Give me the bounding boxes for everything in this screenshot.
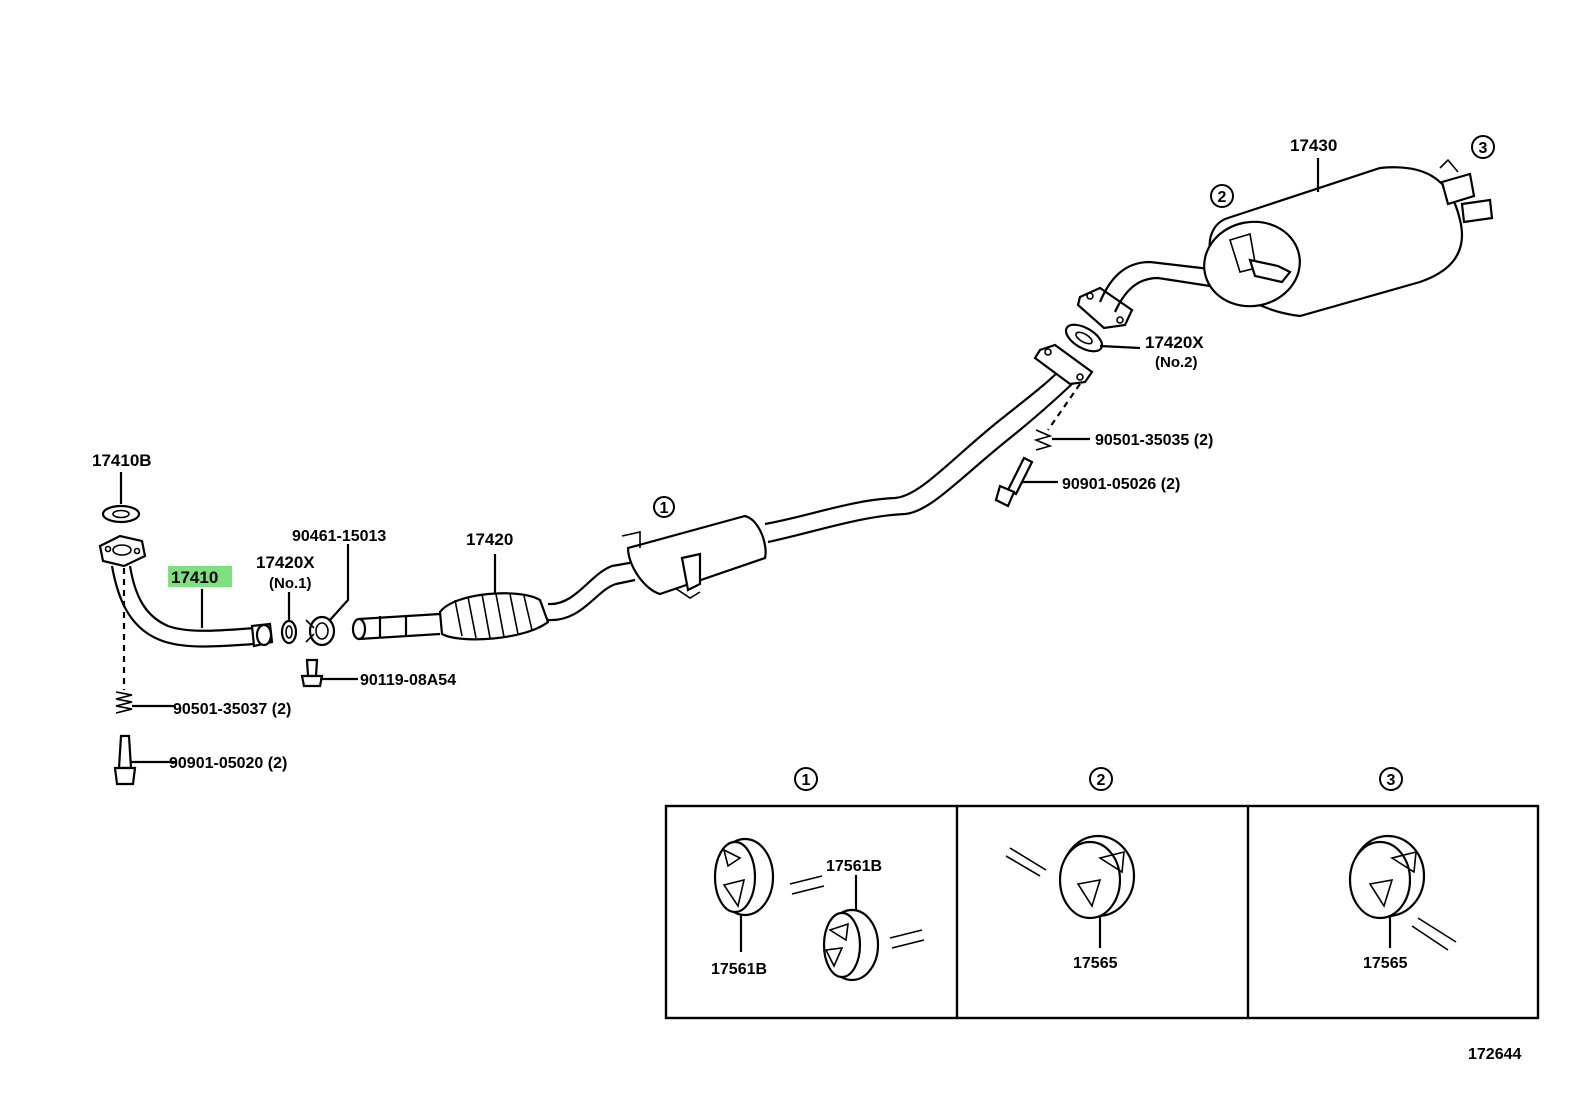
spring-90501-35037 <box>115 568 175 714</box>
callout-3-text: 3 <box>1479 140 1488 157</box>
detail-panel-2: 2 17565 <box>1005 767 1136 972</box>
front-pipe-flange <box>98 534 147 568</box>
panel-1-label-a: 17561B <box>711 961 767 978</box>
detail-panel-3: 3 17565 <box>1348 767 1457 972</box>
gasket-17420X-no2 <box>1064 323 1141 353</box>
catalytic-converter <box>438 592 550 641</box>
callout-1-marker: 1 <box>653 496 675 518</box>
label-17420X-no1-sub: (No.1) <box>269 575 312 592</box>
rubber-hanger-17565-a <box>1058 834 1136 920</box>
bolt-90901-05020 <box>113 734 175 786</box>
tail-muffler-17430 <box>1076 158 1494 330</box>
label-90119-08A54: 90119-08A54 <box>360 672 456 689</box>
panel-1-number: 1 <box>802 772 811 789</box>
label-17420X-no2-sub: (No.2) <box>1155 354 1198 371</box>
panel-1-label-b: 17561B <box>826 858 882 875</box>
gasket-17420X-no1 <box>280 592 298 645</box>
spring-90501-35035 <box>1033 383 1090 451</box>
callout-2-text: 2 <box>1218 189 1227 206</box>
label-17410: 17410 <box>171 568 218 587</box>
label-90901-05020: 90901-05020 (2) <box>169 755 287 772</box>
figure-number: 172644 <box>1468 1046 1521 1063</box>
label-17430: 17430 <box>1290 136 1337 155</box>
clamp-90461-15013 <box>305 544 350 647</box>
panel-3-number: 3 <box>1387 772 1396 789</box>
label-17420X-no1: 17420X <box>256 553 315 572</box>
front-exhaust-pipe-17410 <box>98 534 274 648</box>
panel-2-number: 2 <box>1097 772 1106 789</box>
label-90501-35037: 90501-35037 (2) <box>173 701 291 718</box>
label-17410B: 17410B <box>92 451 152 470</box>
panel-2-label: 17565 <box>1073 955 1118 972</box>
rubber-hanger-17561B-a <box>713 837 775 917</box>
callout-2-marker: 2 <box>1210 184 1234 208</box>
rubber-hanger-17565-b <box>1348 834 1426 920</box>
label-17420: 17420 <box>466 530 513 549</box>
panel-3-label: 17565 <box>1363 955 1408 972</box>
rubber-hanger-17561B-b <box>822 908 880 982</box>
label-90501-35035: 90501-35035 (2) <box>1095 432 1213 449</box>
center-pipe-17420 <box>351 343 1094 641</box>
gasket-17410B <box>101 472 141 524</box>
label-90901-05026: 90901-05026 (2) <box>1062 476 1180 493</box>
bolt-90901-05026 <box>994 456 1058 508</box>
label-90461-15013: 90461-15013 <box>292 528 386 545</box>
highlight-17410 <box>168 566 232 587</box>
callout-1-text: 1 <box>660 500 669 517</box>
detail-panel-1: 1 17561B 17561B <box>711 767 925 982</box>
label-17420X-no2: 17420X <box>1145 333 1204 352</box>
bolt-90119-08A54 <box>300 658 358 688</box>
detail-panels: 1 17561B 17561B 2 <box>664 767 1540 1020</box>
callout-3-marker: 3 <box>1471 135 1495 159</box>
